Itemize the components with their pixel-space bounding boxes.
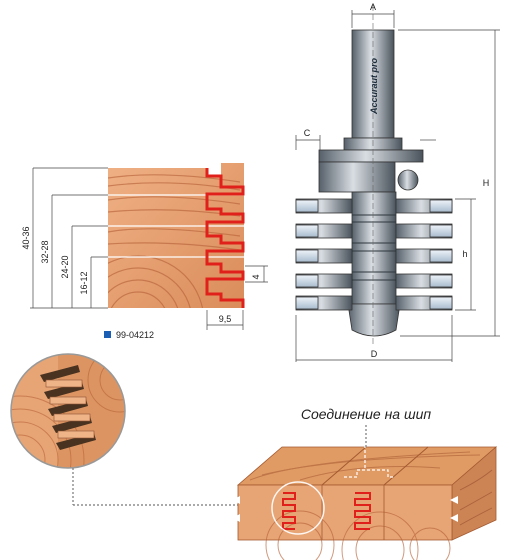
shank-brand: Accuraut pro — [369, 57, 379, 115]
tenon-profile-outline — [205, 168, 245, 308]
arbor — [351, 191, 397, 305]
joint-profile-center — [354, 492, 371, 530]
dim-d: D — [371, 349, 378, 359]
zoom-marker — [271, 481, 325, 535]
router-bit: Accuraut pro — [295, 29, 453, 337]
left-dimension-lines — [30, 167, 268, 330]
dim-16-12: 16-12 — [79, 271, 89, 294]
right-dimension-lines — [295, 10, 500, 362]
dim-c: C — [304, 128, 311, 138]
shank — [351, 29, 395, 139]
dim-h-total: H — [483, 178, 490, 188]
dim-32-28: 32-28 — [40, 240, 50, 263]
dim-slot-4: 4 — [251, 274, 261, 279]
zoom-detail — [10, 353, 126, 469]
joint-profile-left — [282, 492, 296, 530]
cutter-blades — [295, 198, 453, 311]
dim-depth: 9,5 — [219, 314, 232, 324]
dim-40-36: 40-36 — [21, 226, 31, 249]
bearing-ball — [397, 169, 419, 191]
dim-24-20: 24-20 — [60, 255, 70, 278]
leader-lines — [72, 468, 270, 506]
product-code: 99-04212 — [116, 330, 154, 340]
dim-h-cut: h — [462, 249, 467, 259]
dim-a: A — [370, 2, 376, 12]
joined-board — [232, 425, 498, 560]
product-code-marker — [104, 331, 111, 338]
caption: Соединение на шип — [301, 406, 431, 422]
nut — [347, 303, 401, 337]
bearing-collar — [318, 161, 396, 193]
sample-profile — [108, 163, 245, 308]
